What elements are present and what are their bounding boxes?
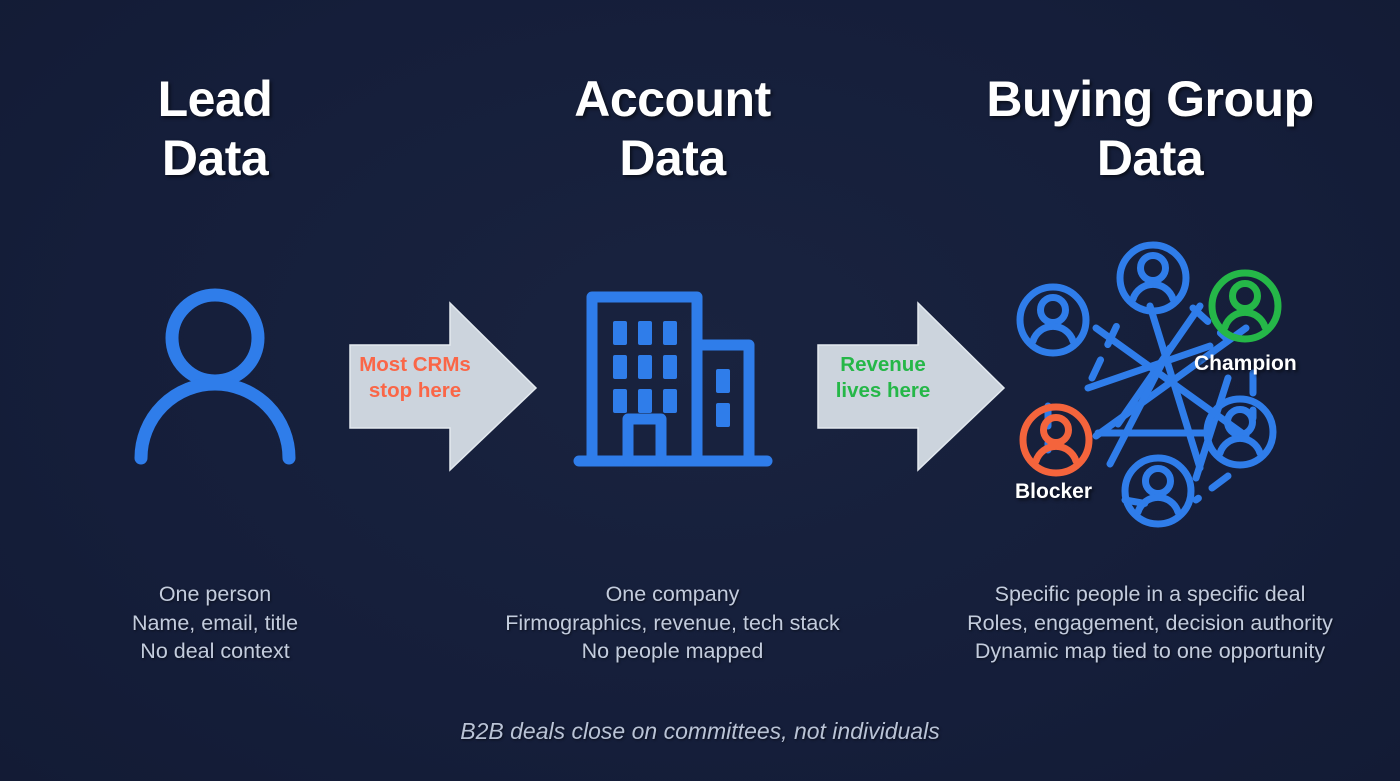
buying-group-network-icon — [1000, 228, 1320, 538]
caption-buying-group-data: Specific people in a specific deal Roles… — [925, 580, 1375, 666]
caption-account-data: One company Firmographics, revenue, tech… — [460, 580, 885, 666]
column-buying-group-data: Buying Group Data Specific people in a s… — [945, 0, 1355, 781]
account-icon-wrap — [480, 225, 865, 535]
caption-lead-data: One person Name, email, title No deal co… — [35, 580, 395, 666]
building-icon — [573, 291, 772, 466]
arrow-right-icon — [349, 301, 538, 472]
caption-account-line3: No people mapped — [581, 639, 764, 664]
caption-lead-line1: One person — [158, 582, 272, 606]
column-lead-data: Lead Data One person Name, email, title … — [55, 0, 375, 781]
caption-group-line1: Specific people in a specific deal — [994, 582, 1306, 606]
caption-lead-line2: Name, email, title — [131, 610, 299, 635]
footer-tagline: B2B deals close on committees, not indiv… — [460, 718, 940, 744]
network-node-right — [1207, 399, 1273, 465]
heading-account-line1: Account — [574, 71, 771, 127]
person-icon — [134, 288, 296, 465]
lead-icon-wrap — [55, 225, 375, 535]
network-node-left — [1020, 287, 1086, 353]
caption-account-line2: Firmographics, revenue, tech stack — [505, 610, 840, 635]
heading-account-data: Account Data — [480, 70, 865, 187]
heading-group-line1: Buying Group — [986, 71, 1314, 127]
caption-account-line1: One company — [605, 582, 740, 606]
network-node-top — [1120, 245, 1186, 311]
caption-group-line3: Dynamic map tied to one opportunity — [974, 639, 1326, 664]
heading-group-line2: Data — [1096, 129, 1204, 186]
heading-lead-line1: Lead — [157, 71, 273, 127]
caption-group-line2: Roles, engagement, decision authority — [967, 610, 1333, 635]
heading-account-line2: Data — [619, 129, 726, 186]
column-account-data: Account Data — [480, 0, 865, 781]
heading-lead-data: Lead Data — [55, 70, 375, 187]
heading-buying-group-data: Buying Group Data — [945, 70, 1355, 187]
arrow-right-icon — [817, 301, 1006, 472]
network-label-champion: Champion — [1194, 352, 1297, 375]
network-node-blocker — [1023, 407, 1089, 473]
heading-lead-line2: Data — [161, 129, 269, 186]
network-label-blocker: Blocker — [1015, 480, 1093, 503]
caption-lead-line3: No deal context — [140, 639, 290, 664]
network-node-bottom — [1125, 458, 1191, 524]
